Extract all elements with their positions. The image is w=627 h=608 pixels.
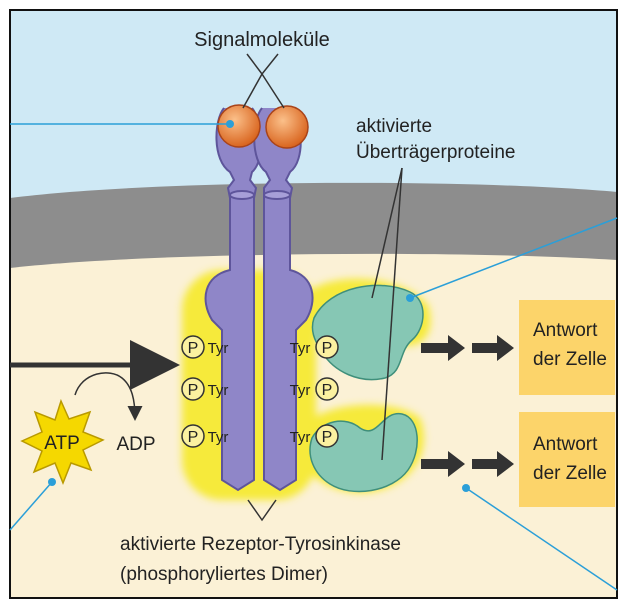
signal-molecule-left xyxy=(218,105,260,147)
phosphate-label: P xyxy=(322,382,333,399)
tyrosine-label: Tyr xyxy=(208,340,229,357)
relay-proteins-label-line1: aktivierte xyxy=(356,116,432,137)
receptor-label-line2: (phosphoryliertes Dimer) xyxy=(120,564,328,585)
phosphate-label: P xyxy=(322,340,333,357)
phosphate-label: P xyxy=(322,429,333,446)
response-bottom-line1: Antwort xyxy=(533,434,598,455)
adp-label: ADP xyxy=(116,434,155,455)
response-box-top xyxy=(519,300,615,395)
receptor-label-line1: aktivierte Rezeptor-Tyrosinkinase xyxy=(120,534,401,555)
phosphate-label: P xyxy=(188,429,199,446)
tyrosine-label: Tyr xyxy=(290,340,311,357)
response-box-bottom xyxy=(519,412,615,507)
tyrosine-label: Tyr xyxy=(290,382,311,399)
response-top-line2: der Zelle xyxy=(533,349,607,370)
tyrosine-label: Tyr xyxy=(208,429,229,446)
response-top-line1: Antwort xyxy=(533,320,598,341)
signal-molecule-right xyxy=(266,106,308,148)
tyrosine-label: Tyr xyxy=(208,382,229,399)
response-bottom-line2: der Zelle xyxy=(533,463,607,484)
relay-proteins-label-line2: Überträgerproteine xyxy=(356,142,515,163)
phosphate-label: P xyxy=(188,382,199,399)
signal-molecules-label: Signalmoleküle xyxy=(194,29,330,51)
atp-label: ATP xyxy=(44,433,80,454)
phosphate-label: P xyxy=(188,340,199,357)
tyrosine-label: Tyr xyxy=(290,429,311,446)
